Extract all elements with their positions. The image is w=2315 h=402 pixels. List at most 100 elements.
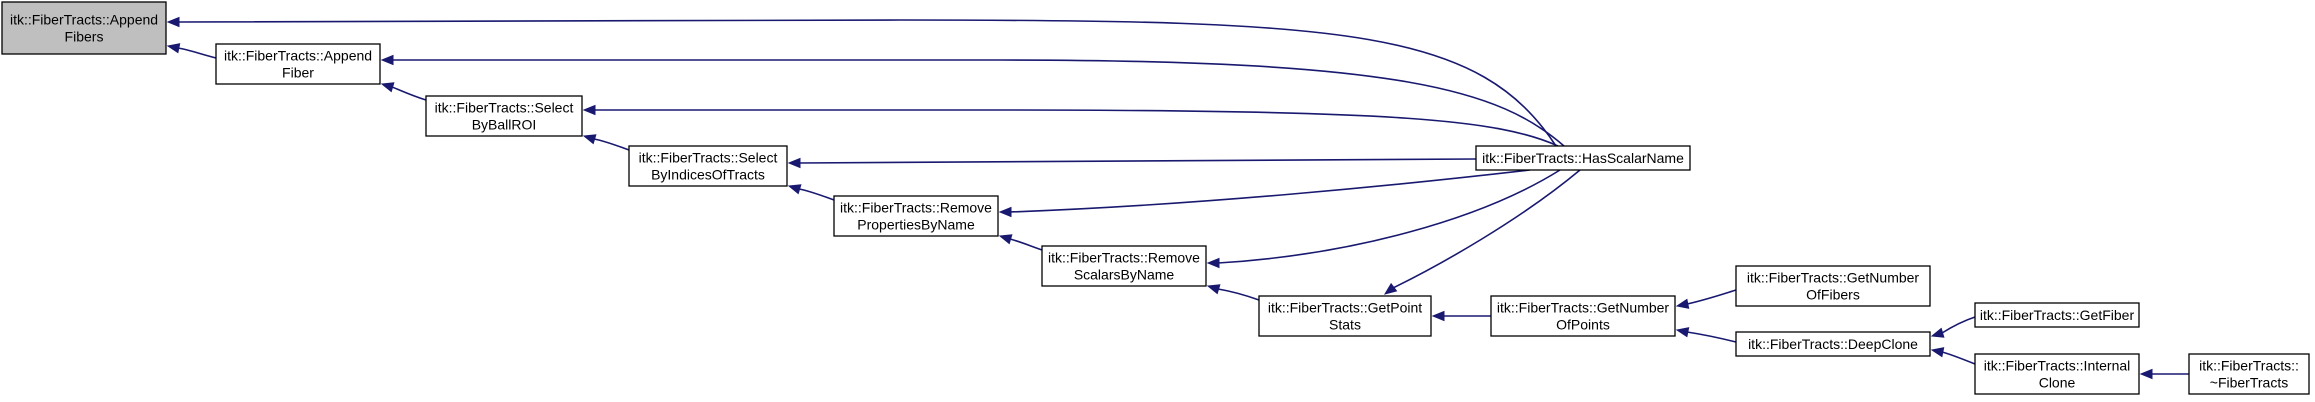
node-get-fiber[interactable]: itk::FiberTracts::GetFiber xyxy=(1974,302,2140,328)
node-label: Fibers xyxy=(65,29,104,45)
node-label: Clone xyxy=(2039,375,2076,391)
arrowhead xyxy=(1383,282,1398,295)
node-label: ByBallROI xyxy=(472,117,537,133)
edge-line xyxy=(1217,169,1561,264)
edge-line xyxy=(1217,288,1260,301)
edge-line xyxy=(392,59,1565,147)
arrowhead xyxy=(998,234,1013,245)
edge-get_fiber-to-deep_clone xyxy=(1930,316,1976,338)
node-label: itk::FiberTracts:: xyxy=(2199,358,2299,374)
node-label: Fiber xyxy=(282,65,314,81)
edge-has_scalar-to-get_point_stats xyxy=(1383,169,1581,295)
edge-line xyxy=(391,86,427,101)
node-box xyxy=(1041,245,1207,287)
node-label: itk::FiberTracts::DeepClone xyxy=(1748,336,1918,352)
arrowhead xyxy=(2139,368,2153,380)
edge-get_point_stats-to-remove_scalars xyxy=(1206,284,1260,301)
node-label: PropertiesByName xyxy=(857,217,975,233)
node-box xyxy=(1490,295,1676,337)
node-label: ByIndicesOfTracts xyxy=(651,167,765,183)
node-label: itk::FiberTracts::Select xyxy=(639,150,778,166)
node-label: ScalarsByName xyxy=(1074,267,1175,283)
node-deep-clone[interactable]: itk::FiberTracts::DeepClone xyxy=(1735,331,1931,357)
arrowhead xyxy=(166,16,180,28)
arrowhead xyxy=(787,157,801,169)
node-label: itk::FiberTracts::Append xyxy=(10,12,158,28)
edge-line xyxy=(798,158,1477,164)
node-box xyxy=(215,43,381,85)
arrowhead xyxy=(1431,310,1445,322)
node-label: Stats xyxy=(1329,317,1361,333)
edge-line xyxy=(1686,289,1737,305)
edge-select_indices-to-select_ball xyxy=(582,134,630,151)
node-box xyxy=(1974,353,2140,395)
node-label: OfFibers xyxy=(1806,287,1860,303)
node-box xyxy=(1475,145,1691,171)
edge-line xyxy=(177,19,1557,147)
node-box xyxy=(1,1,167,55)
arrowhead xyxy=(998,206,1012,218)
arrowhead xyxy=(1930,347,1945,358)
edge-get_num_points-to-get_point_stats xyxy=(1431,310,1491,322)
edge-has_scalar-to-remove_props xyxy=(998,169,1531,218)
node-label: itk::FiberTracts::GetNumber xyxy=(1497,300,1670,316)
arrowhead xyxy=(787,184,802,195)
edge-line xyxy=(1941,316,1976,334)
node-label: itk::FiberTracts::GetFiber xyxy=(1980,307,2135,323)
node-box xyxy=(2188,353,2310,395)
arrowhead xyxy=(1675,327,1690,338)
edge-remove_props-to-select_indices xyxy=(787,184,835,201)
edge-has_scalar-to-remove_scalars xyxy=(1206,169,1561,269)
node-box xyxy=(1735,331,1931,357)
edge-deep_clone-to-get_num_points xyxy=(1675,327,1737,343)
edge-append_fiber-to-append_fibers xyxy=(166,43,217,59)
node-label: OfPoints xyxy=(1556,317,1610,333)
edge-has_scalar-to-append_fiber xyxy=(380,54,1565,147)
edge-line xyxy=(177,47,217,59)
node-box xyxy=(628,145,788,187)
arrowhead xyxy=(166,43,181,54)
arrowhead xyxy=(1930,327,1945,338)
node-destructor[interactable]: itk::FiberTracts::~FiberTracts xyxy=(2188,353,2310,395)
node-label: itk::FiberTracts::GetPoint xyxy=(1268,300,1422,316)
node-label: itk::FiberTracts::HasScalarName xyxy=(1482,150,1684,166)
node-box xyxy=(1735,265,1931,307)
arrowhead xyxy=(582,134,597,145)
arrowhead xyxy=(380,82,395,93)
node-box xyxy=(1258,295,1432,337)
node-label: itk::FiberTracts::Select xyxy=(435,100,574,116)
node-label: itk::FiberTracts::Remove xyxy=(840,200,992,216)
edge-line xyxy=(1686,331,1737,343)
node-select-indices[interactable]: itk::FiberTracts::SelectByIndicesOfTract… xyxy=(628,145,788,187)
node-label: ~FiberTracts xyxy=(2210,375,2288,391)
node-label: itk::FiberTracts::Internal xyxy=(1984,358,2131,374)
edge-line xyxy=(1941,351,1976,365)
arrowhead xyxy=(1206,257,1220,269)
node-label: itk::FiberTracts::Append xyxy=(224,48,372,64)
arrowhead xyxy=(582,104,596,116)
edge-has_scalar-to-select_indices xyxy=(787,157,1477,169)
arrowhead xyxy=(380,54,394,66)
edge-internal_clone-to-deep_clone xyxy=(1930,347,1976,365)
edge-line xyxy=(1009,238,1043,251)
edge-line xyxy=(593,138,630,151)
edge-select_ball-to-append_fiber xyxy=(380,82,427,101)
node-box xyxy=(1974,302,2140,328)
edge-line xyxy=(594,109,1559,147)
edge-line xyxy=(798,188,835,201)
arrowhead xyxy=(1206,284,1221,295)
edge-line xyxy=(1009,169,1531,213)
node-has-scalar[interactable]: itk::FiberTracts::HasScalarName xyxy=(1475,145,1691,171)
edge-get_num_fibers-to-get_num_points xyxy=(1675,289,1737,309)
edge-has_scalar-to-select_ball xyxy=(582,104,1559,147)
